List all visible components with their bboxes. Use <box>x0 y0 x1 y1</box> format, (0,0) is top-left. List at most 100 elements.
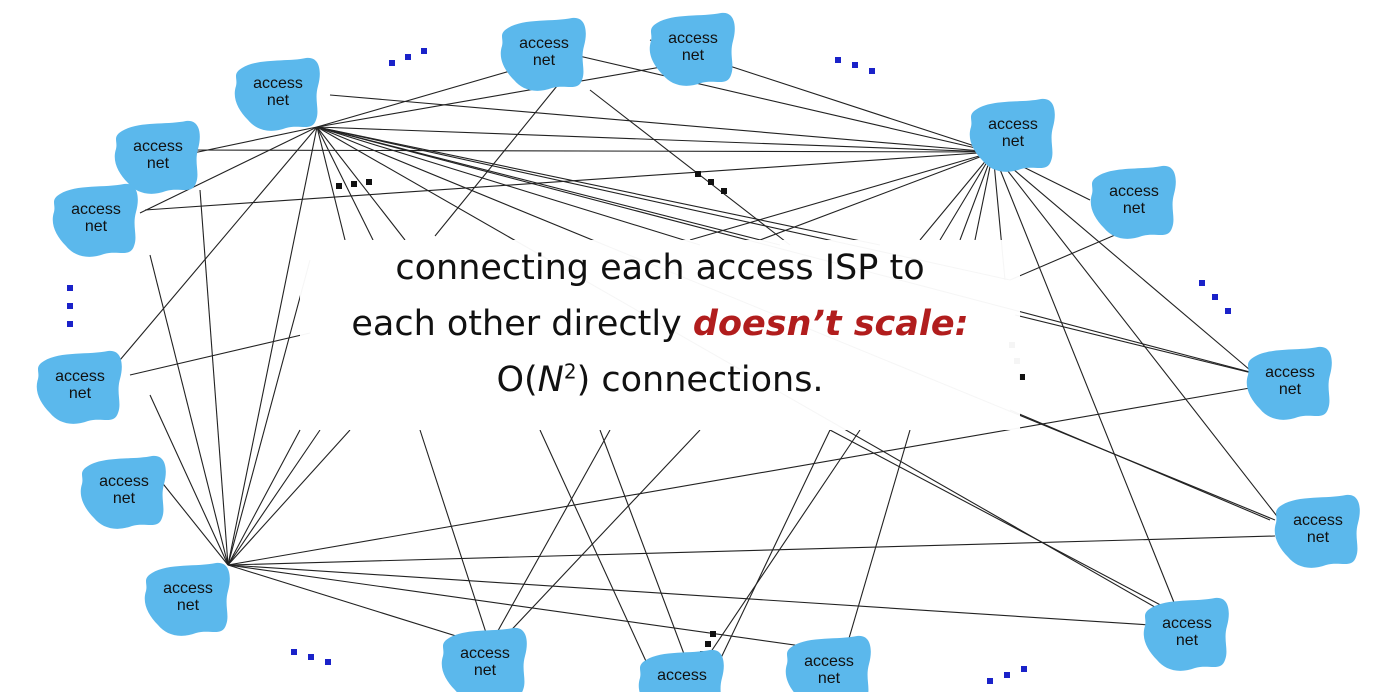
ellipsis-dot <box>366 179 372 185</box>
connection-line <box>316 126 994 153</box>
connection-line <box>316 126 346 241</box>
connection-line <box>992 151 1281 521</box>
ellipsis-dot <box>708 179 714 185</box>
caption-line-2-plain: each other directly <box>351 304 693 344</box>
connection-line <box>227 259 311 566</box>
cloud-shape <box>80 455 166 529</box>
caption-line-2: each other directly doesn’t scale: <box>300 296 1020 352</box>
cloud-label-line-1: access <box>1293 512 1343 529</box>
cloud-shape <box>114 120 200 194</box>
cloud-label-line-2: net <box>1307 529 1330 546</box>
connection-line <box>149 254 229 566</box>
connection-line <box>689 151 994 241</box>
connection-line <box>919 151 994 241</box>
connection-line <box>227 535 1276 566</box>
caption-box: connecting each access ISP to each other… <box>300 240 1020 430</box>
cloud-label-line-2: net <box>85 218 108 235</box>
cloud-shape <box>52 183 138 257</box>
cloud-shape <box>144 562 230 636</box>
connection-line <box>829 429 1171 611</box>
ellipsis-dot <box>852 62 858 68</box>
ellipsis-dot <box>869 68 875 74</box>
cloud-label-line-2: net <box>177 597 200 614</box>
ellipsis-dot <box>389 60 395 66</box>
cloud-label-line-1: access <box>253 75 303 92</box>
ellipsis-dot <box>325 659 331 665</box>
ellipsis-dot <box>1004 672 1010 678</box>
cloud-label-line-1: access <box>988 116 1038 133</box>
connection-line <box>1009 409 1271 521</box>
cloud-label-line-1: access <box>133 138 183 155</box>
connection-line <box>539 429 651 671</box>
cloud-label-line-2: net <box>147 155 170 172</box>
connection-line <box>419 429 491 646</box>
cloud-label-line-1: access <box>460 645 510 662</box>
ellipsis-dot <box>705 641 711 647</box>
cloud-label-line-1: access <box>519 35 569 52</box>
cloud-label-line-1: access <box>1162 615 1212 632</box>
cloud-shape <box>1090 165 1176 239</box>
caption-exponent: 2 <box>563 359 577 384</box>
ellipsis-dot <box>1021 666 1027 672</box>
connection-line <box>129 332 311 376</box>
connection-line <box>144 151 994 211</box>
cloud-shape <box>649 12 735 86</box>
connection-line <box>227 564 831 651</box>
connection-line <box>316 61 691 128</box>
ellipsis-dot <box>405 54 411 60</box>
ellipsis-dot <box>987 678 993 684</box>
ellipsis-dot <box>710 631 716 637</box>
connection-line <box>316 126 374 241</box>
access-net-node: access <box>638 649 724 692</box>
cloud-shape <box>1274 494 1360 568</box>
connection-line <box>329 94 994 153</box>
connection-line <box>227 564 1151 626</box>
connection-line <box>316 126 881 246</box>
ellipsis-dot <box>351 181 357 187</box>
cloud-shape <box>785 635 871 692</box>
connection-line <box>434 69 571 237</box>
cloud-shape <box>441 627 527 692</box>
connection-line <box>199 189 229 566</box>
cloud-label-line-2: net <box>1002 133 1025 150</box>
cloud-shape <box>36 350 122 424</box>
cloud-shape <box>500 17 586 91</box>
ellipsis-dot <box>67 285 73 291</box>
cloud-shape <box>1246 346 1332 420</box>
caption-bigo-open: O( <box>496 360 538 400</box>
connection-line <box>227 429 301 566</box>
cloud-shape <box>638 649 724 692</box>
ellipsis-dot <box>1019 374 1025 380</box>
cloud-label-line-2: net <box>533 52 556 69</box>
cloud-label-line-1: access <box>163 580 213 597</box>
connection-line <box>939 151 994 241</box>
ellipsis-dot <box>695 171 701 177</box>
connection-line <box>844 429 911 653</box>
caption-n-variable: N <box>537 360 564 400</box>
cloud-shape <box>1143 597 1229 671</box>
cloud-label-line-2: net <box>69 385 92 402</box>
cloud-label-line-2: net <box>1279 381 1302 398</box>
caption-bigo-close: ) connections. <box>576 360 824 400</box>
cloud-label-line-2: net <box>1123 200 1146 217</box>
connection-line <box>992 151 1176 606</box>
ellipsis-dot <box>421 48 427 54</box>
connection-line <box>139 126 318 214</box>
connection-line <box>599 429 691 671</box>
ellipsis-dot <box>291 649 297 655</box>
cloud-label-line-1: access <box>804 653 854 670</box>
cloud-label-line-1: access <box>55 368 105 385</box>
ellipsis-dot <box>67 321 73 327</box>
cloud-label-line-1: access <box>657 667 707 684</box>
